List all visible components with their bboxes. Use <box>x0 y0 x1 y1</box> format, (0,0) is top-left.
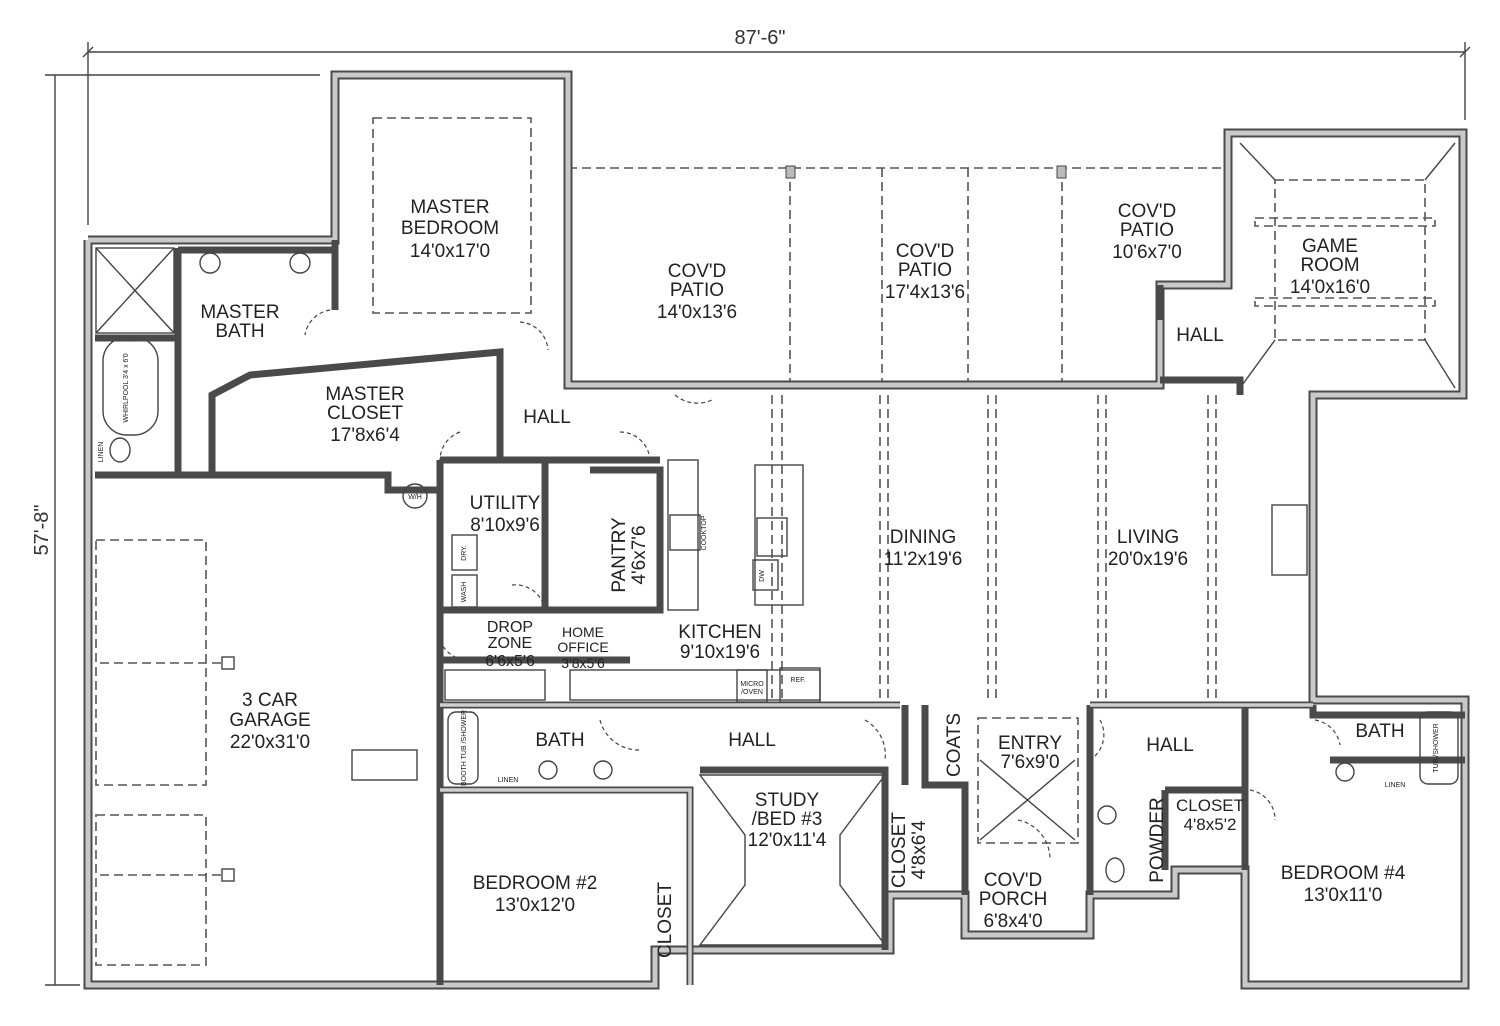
door-swings <box>304 309 1341 861</box>
room-bath-3: BATH <box>1355 721 1404 742</box>
fixtures: WHIRLPOOL 3'4 x 6'0 LINEN W/H DRY. WASH … <box>95 247 1459 883</box>
tub-right-label: TUB /SHOWER <box>1433 723 1440 772</box>
ceiling-details <box>95 117 1456 966</box>
room-powder: POWDER <box>1147 797 1168 883</box>
room-hall-3: HALL <box>728 730 776 751</box>
linen-label-3: LINEN <box>1385 782 1406 789</box>
cooktop-label: COOKTOP <box>701 515 708 550</box>
exterior-walls <box>83 70 1470 990</box>
linen-label-2: LINEN <box>498 777 519 784</box>
micro-label: MICRO <box>740 681 764 688</box>
svg-text:MICRO/OVEN: MICRO/OVEN <box>740 681 764 696</box>
interior-walls <box>95 240 1465 985</box>
room-hall-2: HALL <box>1176 325 1224 346</box>
dimension-width: 87'-6" <box>82 27 1471 225</box>
room-hall-1: HALL <box>523 407 571 428</box>
room-closet-2: CLOSET <box>655 882 676 958</box>
room-closet-study: CLOSET4'8x6'4 <box>889 812 930 888</box>
ref-label: REF. <box>790 677 805 684</box>
room-hall-4: HALL <box>1146 735 1194 756</box>
kitchen-counters <box>444 459 821 703</box>
depth-label: 57'-8" <box>31 505 53 556</box>
room-bath-2: BATH <box>535 730 584 751</box>
whirlpool-label: WHIRLPOOL 3'4 x 6'0 <box>123 353 130 422</box>
patio-outline <box>568 165 1228 385</box>
linen-label: LINEN <box>98 442 105 463</box>
room-pantry: PANTRY4'6x7'6 <box>609 517 650 593</box>
tub-left-label: BOOTH TUB /SHOWER <box>461 710 468 786</box>
washer-label: WASH <box>461 582 468 603</box>
dishwasher-label: DW <box>759 570 766 582</box>
dryer-label: DRY. <box>461 545 468 561</box>
width-label: 87'-6" <box>735 27 786 49</box>
water-heater-label: W/H <box>408 494 422 501</box>
dimension-depth: 57'-8" <box>31 74 320 986</box>
room-coats: COATS <box>944 713 965 777</box>
